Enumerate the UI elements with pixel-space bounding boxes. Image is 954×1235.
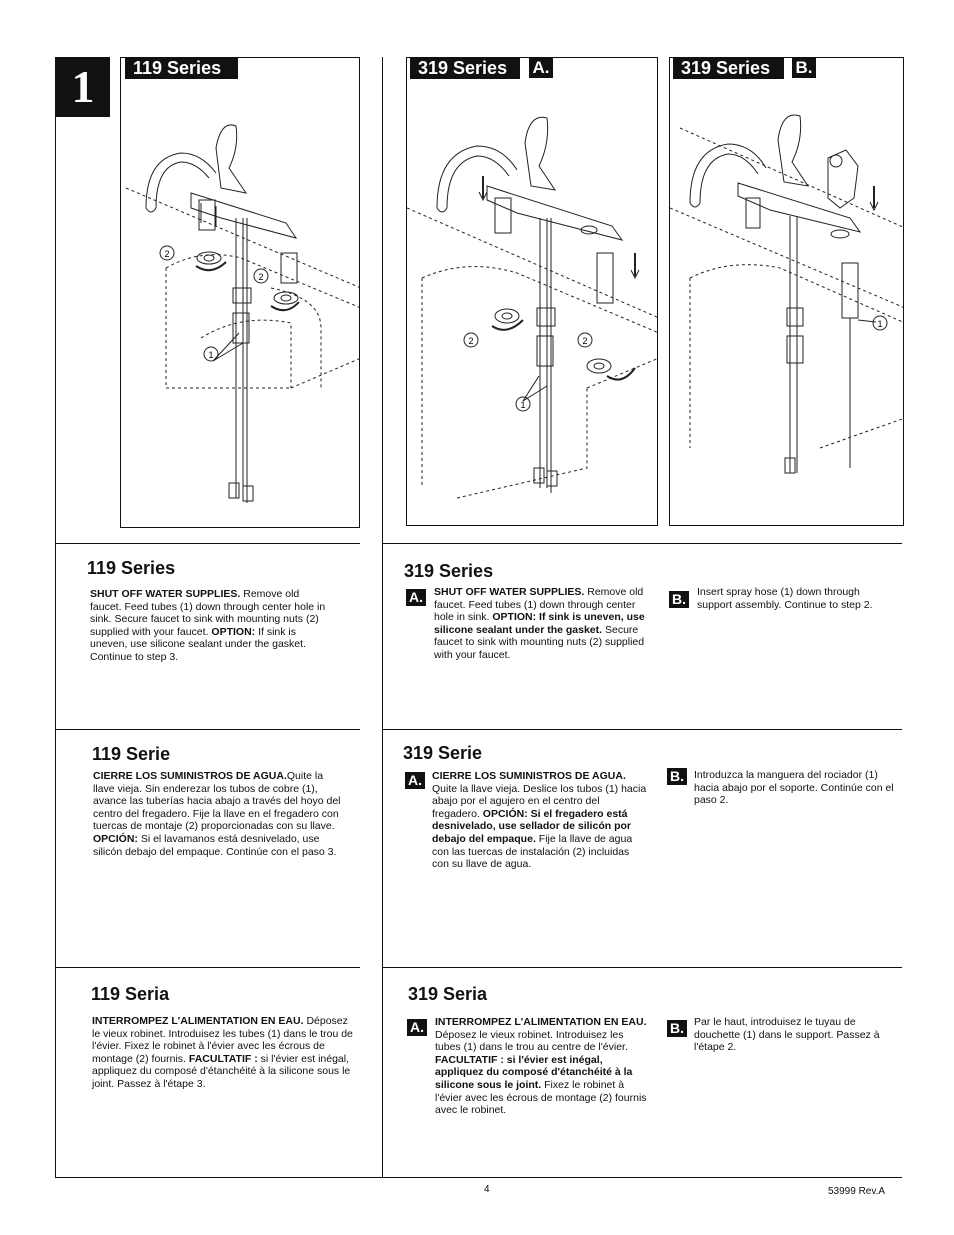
callout-2-left: 2 <box>164 249 169 259</box>
bottom-border <box>55 1177 902 1178</box>
tag-119-series: 119 Series <box>125 57 238 79</box>
letter-a-fr: A. <box>407 1019 427 1036</box>
center-divider <box>382 57 383 1177</box>
body-text: si l'évier est inégal, appliquez du comp… <box>92 1052 351 1090</box>
text-119-serie-es: CIERRE LOS SUMINISTROS DE AGUA.Quite la … <box>93 770 343 858</box>
divider-1-right <box>382 543 902 544</box>
body-text: Quite la llave vieja. Deslice los tubos … <box>432 782 647 820</box>
letter-b-fr: B. <box>667 1020 687 1037</box>
title-119-seria-fr: 119 Seria <box>91 984 170 1004</box>
lead-text: INTERROMPEZ L'ALIMENTATION EN EAU. <box>92 1015 304 1027</box>
title-119-serie-es: 119 Serie <box>92 744 171 764</box>
body-text: Remove old faucet. Feed tubes (1) down t… <box>90 588 326 638</box>
panel-319a-illustration: 2 2 1 <box>406 57 658 526</box>
faucet-319b-illustration-icon: 1 <box>670 114 903 474</box>
title-119-series-en: 119 Series <box>87 558 176 578</box>
panel-319b-illustration: 1 <box>669 57 904 526</box>
lead-text: INTERROMPEZ L'ALIMENTATION EN EAU. <box>435 1016 647 1028</box>
text-319-series-a-en: SHUT OFF WATER SUPPLIES. Remove old fauc… <box>434 586 652 662</box>
callout-1: 1 <box>520 400 525 410</box>
left-border <box>55 57 56 1177</box>
text-319-serie-b-es: Introduzca la manguera del rociador (1) … <box>694 769 894 807</box>
body-text: Fije la llave de agua con las tuercas de… <box>432 832 633 871</box>
lead-text: SHUT OFF WATER SUPPLIES. <box>90 588 241 600</box>
divider-1-left <box>55 543 360 544</box>
callout-1: 1 <box>208 350 213 360</box>
document-number: 53999 Rev.A <box>828 1186 886 1197</box>
option-text: OPCIÓN: Si el fregadero está desnivelado… <box>432 807 631 845</box>
option-text: OPTION: If sink is uneven, use silicone … <box>434 611 645 636</box>
callout-2-right: 2 <box>582 336 587 346</box>
faucet-319a-illustration-icon: 2 2 1 <box>407 116 657 499</box>
divider-3-left <box>55 967 360 968</box>
tag-letter-a: A. <box>529 58 553 78</box>
title-319-seria-fr: 319 Seria <box>408 984 488 1004</box>
callout-2-right: 2 <box>258 272 263 282</box>
tag-letter-b: B. <box>792 58 816 78</box>
step-number-box: 1 <box>56 57 110 117</box>
text-119-seria-fr: INTERROMPEZ L'ALIMENTATION EN EAU. Dépos… <box>92 1015 354 1091</box>
option-text: OPCIÓN: <box>93 832 138 845</box>
tag-319-series-a: 319 Series <box>410 57 520 79</box>
divider-3-right <box>382 967 902 968</box>
body-text: Déposez le vieux robinet. Introduisez le… <box>435 1028 628 1054</box>
text-319-serie-a-es: CIERRE LOS SUMINISTROS DE AGUA. Quite la… <box>432 770 647 871</box>
page-number: 4 <box>484 1184 490 1195</box>
option-text: OPTION: <box>211 625 256 638</box>
letter-b-en: B. <box>669 591 689 608</box>
faucet-119-illustration-icon: 2 2 1 <box>125 124 359 503</box>
tag-319-series-b: 319 Series <box>673 57 784 79</box>
letter-a-en: A. <box>406 589 426 606</box>
title-319-series-en: 319 Series <box>404 561 494 581</box>
body-text: If sink is uneven, use silicone sealant … <box>90 625 306 663</box>
divider-2-left <box>55 729 360 730</box>
body-text: Déposez le vieux robinet. Introduisez le… <box>92 1015 353 1065</box>
lead-text: CIERRE LOS SUMINISTROS DE AGUA. <box>432 770 626 782</box>
body-text: Si el lavamanos está desnivelado, use si… <box>93 832 337 858</box>
callout-2-left: 2 <box>468 336 473 346</box>
body-text: Remove old faucet. Feed tubes (1) down t… <box>434 586 644 624</box>
text-319-seria-a-fr: INTERROMPEZ L'ALIMENTATION EN EAU. Dépos… <box>435 1016 647 1117</box>
text-319-series-b-en: Insert spray hose (1) down through suppo… <box>697 586 873 611</box>
letter-a-es: A. <box>405 772 425 789</box>
text-319-seria-b-fr: Par le haut, introduisez le tuyau de dou… <box>694 1016 880 1054</box>
option-text: FACULTATIF : si l'évier est inégal, appl… <box>435 1053 633 1091</box>
lead-text: SHUT OFF WATER SUPPLIES. <box>434 586 585 598</box>
body-text: Secure faucet to sink with mounting nuts… <box>434 623 645 661</box>
body-text: Quite la llave vieja. Sin enderezar los … <box>93 770 341 833</box>
option-text: FACULTATIF : <box>188 1052 258 1065</box>
lead-text: CIERRE LOS SUMINISTROS DE AGUA. <box>93 770 287 782</box>
divider-2-right <box>382 729 902 730</box>
title-319-serie-es: 319 Serie <box>403 743 483 763</box>
panel-119-illustration: 2 2 1 <box>120 57 360 528</box>
body-text: Fixez le robinet à l'évier avec les écro… <box>435 1078 647 1117</box>
text-119-series-en: SHUT OFF WATER SUPPLIES. Remove old fauc… <box>90 588 330 664</box>
callout-1: 1 <box>877 319 882 329</box>
letter-b-es: B. <box>667 768 687 785</box>
